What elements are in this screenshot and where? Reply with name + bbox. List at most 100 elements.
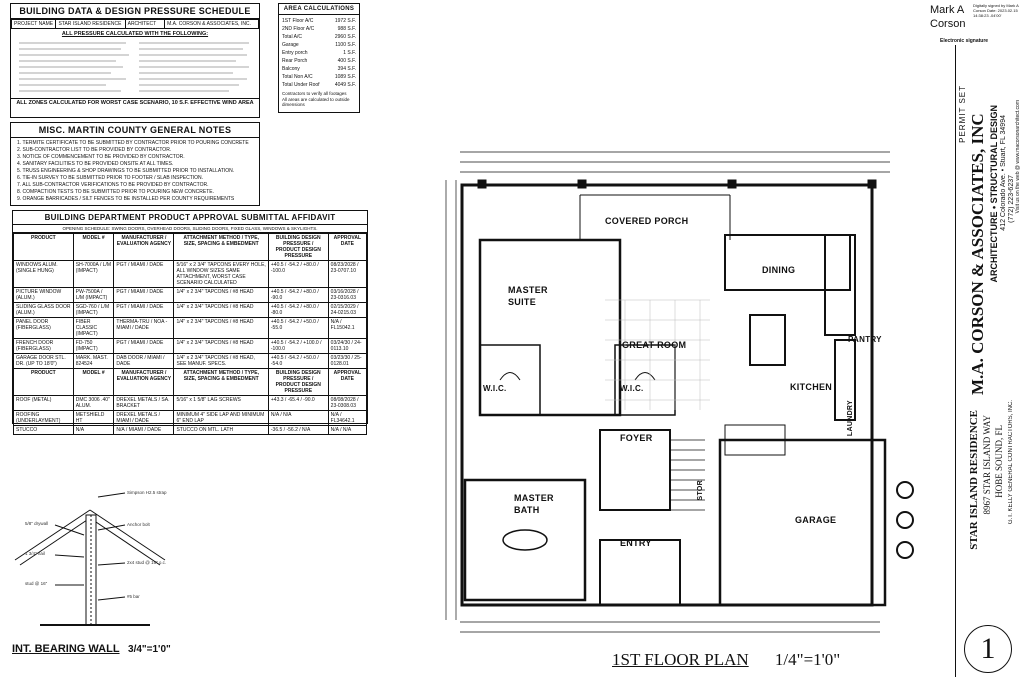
affidavit-cell: PGT / MIAMI / DADE <box>113 338 175 354</box>
area-row-label: 1ST Floor A/C <box>282 18 314 24</box>
affidavit-cell: N/A / N/A <box>327 425 368 435</box>
contractor-name: G.T. KELLY GENERAL CONTRACTORS, INC. <box>1008 400 1014 525</box>
room-foyer: FOYER <box>620 433 653 443</box>
affidavit-cell: N/A / FL15042.1 <box>327 317 368 339</box>
affidavit-header-cell: MANUFACTURER / EVALUATION AGENCY <box>113 368 175 396</box>
affidavit-cell: 5/16" x 1 5/8" LAG SCREWS <box>173 395 269 411</box>
firm-phone: (772) 223-6237 <box>1008 175 1015 223</box>
area-calc-title: AREA CALCULATIONS <box>279 4 359 15</box>
area-row-value: 1 S.F. <box>343 50 356 56</box>
area-row-label: 2ND Floor A/C <box>282 26 315 32</box>
general-note-item: 7. ALL SUB-CONTRACTOR VERIFICATIONS TO B… <box>17 182 209 188</box>
affidavit-cell: PW-7500A / L/M (IMPACT) <box>72 287 115 303</box>
affidavit-cell: 5/16" x 2 3/4" TAPCONS EVERY HOLE, ALL W… <box>173 260 269 288</box>
affidavit-cell: +40.5 / -54.2 / +80.0 / -90.0 <box>267 287 329 303</box>
affidavit-cell: DREXEL METALS / MIAMI / DADE <box>113 410 175 426</box>
affidavit-cell: PGT / MIAMI / DADE <box>113 287 175 303</box>
room-master-bath-line1: MASTER <box>514 493 554 503</box>
affidavit-header-cell: MODEL # <box>72 233 115 261</box>
affidavit-cell: +40.5 / -54.2 / +50.0 / -54.0 <box>267 353 329 369</box>
affidavit-cell: +40.5 / -54.2 / +80.0 / -80.0 <box>267 302 329 318</box>
affidavit-row: ROOF (METAL)DMC 3006 .40" ALUM.DREXEL ME… <box>13 395 368 411</box>
affidavit-header-cell: ATTACHMENT METHOD / TYPE, SIZE, SPACING … <box>173 233 269 261</box>
area-row-value: 4049 S.F. <box>334 82 356 88</box>
affidavit-cell: PANEL DOOR (FIBERGLASS) <box>13 317 74 339</box>
architect-value: M.A. CORSON & ASSOCIATES, INC. <box>164 19 259 29</box>
signature-caption: Electronic signature <box>940 38 989 44</box>
affidavit-row: GARAGE DOOR STL. DR. (UP TO 18'0")MARK. … <box>13 353 368 369</box>
architect-label: ARCHITECT <box>124 19 166 29</box>
affidavit-cell: SLIDING GLASS DOOR (ALUM.) <box>13 302 74 318</box>
affidavit-cell: 03/23/30 / 25-0128.01 <box>327 353 368 369</box>
area-row-value: 1100 S.F. <box>335 42 356 48</box>
room-master-suite-line1: MASTER <box>508 285 548 295</box>
affidavit-cell: +43.3 / -65.4 / -90.0 <box>267 395 329 411</box>
affidavit-cell: SGD-760 / L/M (IMPACT) <box>72 302 115 318</box>
affidavit-title: BUILDING DEPARTMENT PRODUCT APPROVAL SUB… <box>13 211 367 225</box>
room-entry: ENTRY <box>620 538 652 548</box>
affidavit-cell: 1/4" x 2 3/4" TAPCONS / #8 HEAD, SEE MAN… <box>173 353 269 369</box>
signature-digital: Digitally signed by Mark A Corson Date: … <box>973 3 1019 18</box>
area-row-label: Rear Porch <box>282 58 308 64</box>
affidavit-cell: THERMA-TRU / NOA - MIAMI / DADE <box>113 317 175 339</box>
affidavit-cell: ROOF (METAL) <box>13 395 74 411</box>
affidavit-header-cell: BUILDING DESIGN PRESSURE / PRODUCT DESIG… <box>267 233 329 261</box>
affidavit-row: PICTURE WINDOW (ALUM.)PW-7500A / L/M (IM… <box>13 287 368 303</box>
affidavit-cell: DREXEL METALS / SA. BRACKET <box>113 395 175 411</box>
building-data-title: BUILDING DATA & DESIGN PRESSURE SCHEDULE <box>11 4 259 19</box>
affidavit-cell: +40.5 / -54.2 / +100.0 / -100.0 <box>267 338 329 354</box>
affidavit-cell: FRENCH DOOR (FIBERGLASS) <box>13 338 74 354</box>
affidavit-header-cell: ATTACHMENT METHOD / TYPE, SIZE, SPACING … <box>173 368 269 396</box>
affidavit-row: SLIDING GLASS DOOR (ALUM.)SGD-760 / L/M … <box>13 302 368 318</box>
affidavit-row: WINDOWS ALUM. (SINGLE HUNG)SH-7000A / L/… <box>13 260 368 288</box>
firm-name: M.A. CORSON & ASSOCIATES, INC <box>968 113 987 395</box>
room-stor: STOR <box>697 480 704 501</box>
permit-set-label: PERMIT SET <box>958 85 967 143</box>
affidavit-cell: PGT / MIAMI / DADE <box>113 260 175 288</box>
svg-text:1 3/4" nail: 1 3/4" nail <box>25 551 45 556</box>
affidavit-cell: 1/4" x 2 3/4" TAPCONS / #8 HEAD <box>173 302 269 318</box>
general-note-item: 4. SANITARY FACILITIES TO BE PROVIDED ON… <box>17 161 174 167</box>
area-row-label: Balcony <box>282 66 300 72</box>
room-wic-1: W.I.C. <box>483 384 507 393</box>
floor-plan-title: 1ST FLOOR PLAN 1/4"=1'0" <box>612 650 840 670</box>
affidavit-cell: SH-7000A / L/M (IMPACT) <box>72 260 115 288</box>
general-note-item: 9. ORANGE BARRICADES / SILT FENCES TO BE… <box>17 196 235 202</box>
room-pantry: PANTRY <box>848 335 882 344</box>
room-dining: DINING <box>762 265 796 275</box>
room-laundry: LAUNDRY <box>847 400 854 437</box>
affidavit-cell: 1/4" x 2 3/4" TAPCONS / #8 HEAD <box>173 317 269 339</box>
affidavit-cell: DMC 3006 .40" ALUM. <box>72 395 115 411</box>
project-address: 8967 STAR ISLAND WAY <box>982 415 992 515</box>
affidavit-cell: METSHIELD HT <box>72 410 115 426</box>
affidavit-header-cell: MODEL # <box>72 368 115 396</box>
area-row-value: 2960 S.F. <box>334 34 356 40</box>
product-approval-affidavit: BUILDING DEPARTMENT PRODUCT APPROVAL SUB… <box>12 210 368 435</box>
affidavit-cell: 08/08/2028 / 23-0308.03 <box>327 395 368 411</box>
bearing-wall-title: INT. BEARING WALL 3/4"=1'0" <box>12 639 171 657</box>
affidavit-cell: +40.5 / -54.2 / +80.0 / -100.0 <box>267 260 329 288</box>
svg-text:stud @ 16": stud @ 16" <box>25 581 48 586</box>
title-block: PERMIT SET M.A. CORSON & ASSOCIATES, INC… <box>955 45 1022 677</box>
affidavit-cell: DAB DOOR / MIAMI / DADE <box>113 353 175 369</box>
svg-text:Anchor bolt: Anchor bolt <box>127 522 151 527</box>
affidavit-cell: 02/15/2029 / 24-0215.03 <box>327 302 368 318</box>
affidavit-cell: 1/4" x 2 3/4" TAPCONS / #8 HEAD <box>173 287 269 303</box>
project-city: HOBE SOUND, FL <box>994 425 1004 498</box>
affidavit-header-cell: MANUFACTURER / EVALUATION AGENCY <box>113 233 175 261</box>
affidavit-cell: MARK. MAST. 824524 <box>72 353 115 369</box>
area-row-value: 400 S.F. <box>337 58 356 64</box>
affidavit-header-cell: APPROVAL DATE <box>327 233 368 261</box>
area-row-value: 988 S.F. <box>337 26 356 32</box>
floor-plan-drawing <box>445 151 914 633</box>
room-garage: GARAGE <box>795 515 837 525</box>
signature-name-2: Corson <box>930 18 966 30</box>
